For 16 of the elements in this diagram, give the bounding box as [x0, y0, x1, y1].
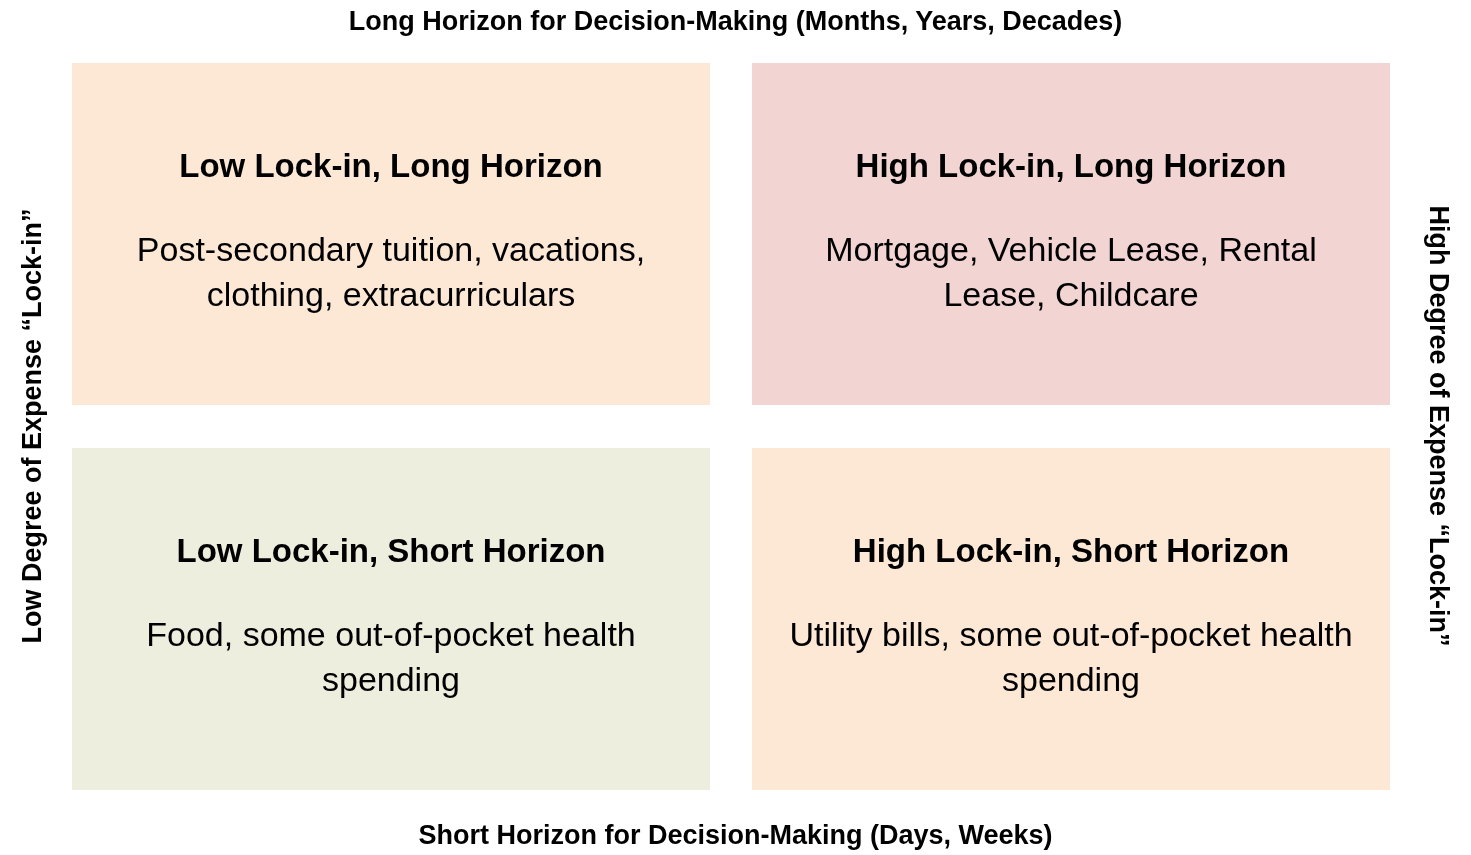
quadrant-description: Mortgage, Vehicle Lease, Rental Lease, Childcare — [824, 228, 1318, 315]
quadrant-box — [72, 63, 710, 405]
quadrant-description: Food, some out-of-pocket health spending — [145, 613, 637, 700]
axis-label: Long Horizon for Decision-Making (Months, Years, Decades) — [347, 6, 1124, 37]
quadrant-heading: Low Lock-in, Short Horizon — [176, 532, 606, 570]
quadrant-box — [752, 448, 1390, 790]
quadrant-box — [72, 448, 710, 790]
axis-label: High Degree of Expense “Lock-in” — [1422, 205, 1454, 647]
quadrant-description: Post-secondary tuition, vacations, clothing, extracurriculars — [135, 228, 647, 315]
quadrant-heading: Low Lock-in, Long Horizon — [179, 147, 603, 185]
quadrant-box — [752, 63, 1390, 405]
axis-label: Low Degree of Expense “Lock-in” — [16, 208, 48, 644]
axis-label: Short Horizon for Decision-Making (Days, Weeks) — [417, 820, 1054, 851]
quadrant-description: Utility bills, some out-of-pocket health spending — [788, 613, 1354, 700]
quadrant-heading: High Lock-in, Long Horizon — [855, 147, 1287, 185]
quadrant-heading: High Lock-in, Short Horizon — [852, 532, 1290, 570]
